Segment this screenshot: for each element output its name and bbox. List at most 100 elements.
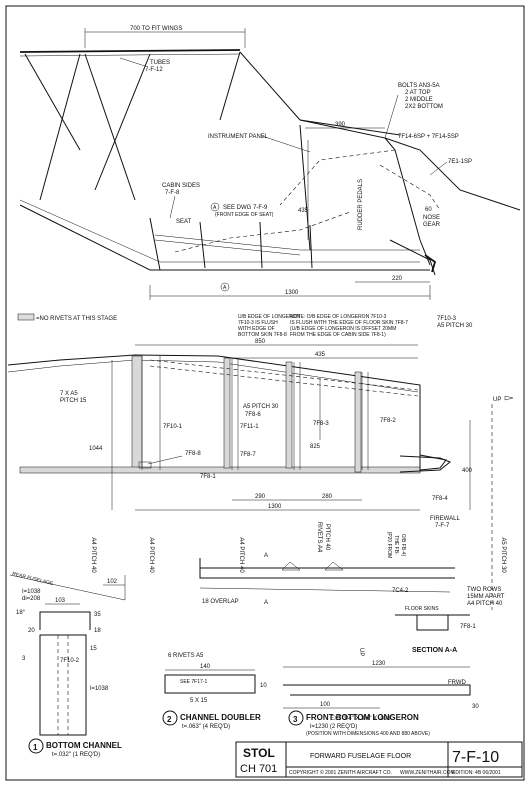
drawing-number: 7-F-10	[452, 749, 499, 766]
six-rivets-note: 6 RIVETS A5	[168, 653, 204, 659]
title-block: STOL CH 701 FORWARD FUSELAGE FLOOR COPYR…	[235, 741, 523, 778]
seat-label: SEAT	[176, 219, 192, 225]
svg-text:THE FB-: THE FB-	[393, 535, 399, 555]
svg-text:18°: 18°	[16, 610, 26, 616]
svg-text:A4 PITCH 40: A4 PITCH 40	[467, 601, 503, 607]
dim-102: 102	[107, 579, 118, 585]
dim-400: 400	[462, 468, 473, 474]
note-left: U/B EDGE OF LONGERON	[238, 314, 301, 320]
section-aa-title: SECTION A-A	[412, 647, 457, 654]
drawing-title: FORWARD FUSELAGE FLOOR	[310, 753, 411, 760]
svg-text:7-F-8: 7-F-8	[165, 190, 180, 196]
svg-text:7-F-12: 7-F-12	[145, 67, 163, 73]
see-dwg-note: SEE DWG 7-F-9	[223, 205, 268, 211]
dim-290: 290	[255, 494, 266, 500]
svg-text:2 AT TOP: 2 AT TOP	[405, 90, 431, 96]
svg-text:A5 PITCH 30: A5 PITCH 30	[437, 323, 473, 329]
ext-note: EXT 3/4" X 3/4" X .093"	[330, 716, 393, 722]
up-arrow-label: UP	[358, 648, 364, 656]
detail-views: REAR FUSELAGE 102 A A 18 OVERLAP 7C4-2 T…	[9, 553, 505, 758]
svg-text:2: 2	[167, 715, 172, 724]
svg-text:3: 3	[293, 715, 298, 724]
svg-text:A5 PITCH 30: A5 PITCH 30	[500, 537, 506, 573]
section-marker-a	[210, 202, 220, 212]
svg-text:l=1230 (2 REQ'D): l=1230 (2 REQ'D)	[310, 724, 357, 730]
svg-text:WITH EDGE OF: WITH EDGE OF	[238, 326, 275, 332]
caption-channel-doubler: CHANNEL DOUBLER	[180, 713, 261, 722]
fwd-label: FRWD	[448, 680, 467, 686]
dim-850: 850	[255, 339, 266, 345]
svg-text:10: 10	[260, 683, 267, 689]
dim-390: 390	[335, 122, 346, 128]
two-rows-note: TWO ROWS	[467, 587, 501, 593]
svg-text:PITCH 15: PITCH 15	[60, 398, 87, 404]
svg-text:IS FLUSH WITH THE EDGE OF FLOO: IS FLUSH WITH THE EDGE OF FLOOR SKIN 7F8…	[290, 320, 408, 326]
firewall-label: FIREWALL	[430, 516, 460, 522]
edition: EDITION: 4B 06/2001	[452, 770, 501, 776]
svg-text:SEE 7F17-1: SEE 7F17-1	[180, 679, 207, 685]
svg-text:(U/B EDGE OF LONGERON IS OFFSE: (U/B EDGE OF LONGERON IS OFFSET 20MM	[290, 326, 396, 332]
front-longeron-drawing	[283, 684, 471, 696]
svg-text:GEAR: GEAR	[423, 222, 441, 228]
detail1-l: I=1038	[22, 589, 41, 595]
no-rivets-legend: =NO RIVETS AT THIS STAGE	[36, 316, 117, 322]
nose-gear-label: NOSE	[423, 215, 440, 221]
overlap-label: 18 OVERLAP	[202, 599, 239, 605]
no-rivets-swatch	[17, 313, 35, 321]
bottom-channel-drawing	[39, 634, 87, 736]
part-7f8-3: 7F8-3	[313, 421, 329, 427]
dim-1300-top: 1300	[285, 290, 299, 296]
part-7f10-2: 7F10-2	[60, 658, 80, 664]
model-line-1: STOL	[243, 746, 275, 760]
part-7f8-2: 7F8-2	[380, 418, 396, 424]
svg-text:A: A	[213, 205, 217, 211]
caption-front-bottom-longeron: FRONT BOTTOM LONGERON	[306, 713, 419, 722]
model-line-2: CH 701	[240, 763, 277, 775]
tubes-label: TUBES	[150, 60, 170, 66]
bolts-label: BOLTS AN3-5A	[398, 83, 440, 89]
svg-text:A5 PITCH 30: A5 PITCH 30	[243, 404, 279, 410]
instrument-panel-label: INSTRUMENT PANEL	[208, 134, 269, 140]
caption-bottom-channel: BOTTOM CHANNEL	[46, 741, 122, 750]
cabin-sides-label: CABIN SIDES	[162, 183, 200, 189]
svg-text:(POSITION WITH DIMENSIONS 400: (POSITION WITH DIMENSIONS 400 AND 880 AB…	[306, 731, 430, 737]
part-7f8-6: 7F8-6	[245, 412, 261, 418]
dim-1044: 1044	[89, 446, 103, 452]
fuselage-side-view: 700 TO FIT WINGS TUBES 7-F-12 BOLTS AN3-…	[19, 26, 521, 300]
svg-text:PITCH 40: PITCH 40	[324, 524, 330, 551]
svg-text:35: 35	[94, 612, 101, 618]
dim-435-mid: 435	[315, 352, 326, 358]
channel-doubler-drawing	[164, 674, 256, 694]
dim-140: 140	[200, 664, 211, 670]
rear-fuselage-label: REAR FUSELAGE	[12, 571, 55, 587]
svg-text:BOTTOM SKIN 7F8-8: BOTTOM SKIN 7F8-8	[238, 332, 287, 338]
floor-plan-view: =NO RIVETS AT THIS STAGE U/B EDGE OF LON…	[7, 313, 514, 610]
svg-text:t=.063" (4 REQ'D): t=.063" (4 REQ'D)	[182, 724, 230, 730]
svg-text:15MM APART: 15MM APART	[467, 594, 505, 600]
marker-a-upper: A	[264, 553, 268, 559]
svg-text:A4 PITCH 40: A4 PITCH 40	[90, 537, 96, 573]
svg-text:20: 20	[28, 628, 35, 634]
svg-text:di=208: di=208	[22, 596, 41, 602]
part-7f8-7: 7F8-7	[240, 452, 256, 458]
part-7e1-label: 7E1-1SP	[448, 159, 472, 165]
svg-text:3: 3	[22, 656, 26, 662]
floor-skins-label: FLOOR SKINS	[405, 606, 439, 612]
part-7f10-1: 7F10-1	[163, 424, 183, 430]
website: WWW.ZENITHAIR.COM	[400, 770, 455, 776]
svg-text:7F10-3 IS FLUSH: 7F10-3 IS FLUSH	[238, 320, 278, 326]
part-7f11-1: 7F11-1	[240, 424, 259, 430]
svg-text:l=1038: l=1038	[90, 686, 109, 692]
note-right: NOTE: O/B EDGE OF LONGERON 7F10-3	[290, 314, 387, 320]
svg-text:100: 100	[320, 702, 331, 708]
part-7f14-label: 7F14-6SP + 7F14-5SP	[398, 134, 459, 140]
svg-text:7-F-7: 7-F-7	[435, 523, 450, 529]
part-7f8-1: 7F8-1	[200, 474, 216, 480]
svg-text:A: A	[223, 285, 227, 291]
svg-text:2 MIDDLE: 2 MIDDLE	[405, 97, 433, 103]
svg-text:5 X 15: 5 X 15	[190, 698, 208, 704]
rivets-7xa5: 7 X A5	[60, 391, 78, 397]
svg-text:FROM THE EDGE OF CABIN SIDE 7F: FROM THE EDGE OF CABIN SIDE 7F8-1)	[290, 332, 386, 338]
